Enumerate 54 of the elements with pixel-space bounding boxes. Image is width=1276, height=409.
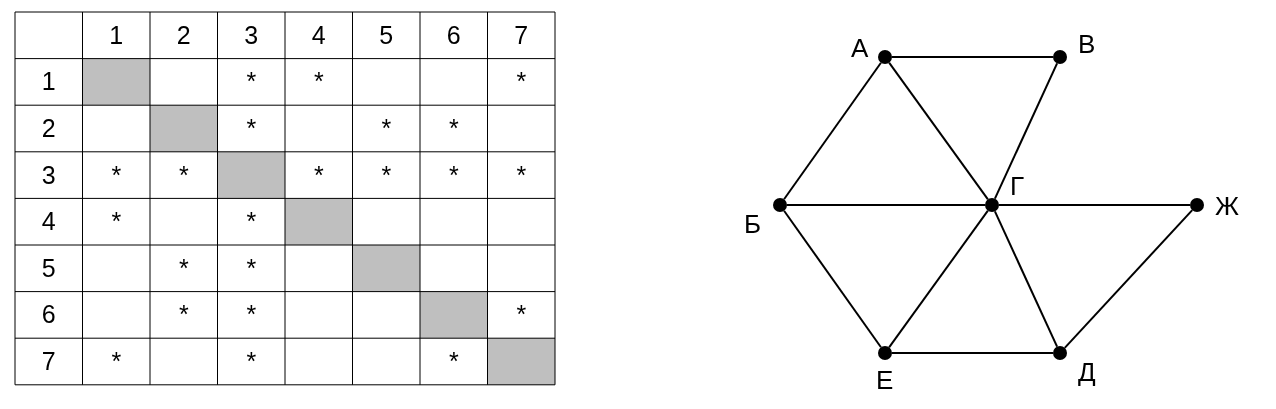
asterisk-mark: * bbox=[516, 302, 527, 328]
vertex-label: Е bbox=[876, 367, 894, 393]
edge-line bbox=[786, 204, 986, 206]
column-number: 1 bbox=[109, 22, 124, 48]
edge-line bbox=[891, 352, 1054, 354]
row-number: 5 bbox=[41, 255, 56, 281]
asterisk-mark: * bbox=[246, 69, 257, 95]
edge-line bbox=[783, 61, 882, 201]
edge-line bbox=[783, 209, 882, 349]
asterisk-mark: * bbox=[381, 162, 392, 188]
edge-line bbox=[891, 56, 1054, 58]
asterisk-mark: * bbox=[448, 349, 459, 374]
row-number: 6 bbox=[41, 302, 56, 328]
asterisk-mark: * bbox=[178, 255, 189, 281]
asterisk-mark: * bbox=[246, 349, 257, 374]
vertex-label: Ж bbox=[1215, 193, 1239, 219]
asterisk-mark: * bbox=[111, 209, 122, 235]
asterisk-mark: * bbox=[246, 209, 257, 235]
asterisk-mark: * bbox=[178, 162, 189, 188]
row-number: 3 bbox=[41, 162, 56, 188]
asterisk-mark: * bbox=[516, 69, 527, 95]
vertex-label: В bbox=[1078, 31, 1096, 57]
column-number: 3 bbox=[244, 22, 259, 48]
column-number: 5 bbox=[379, 22, 394, 48]
asterisk-mark: * bbox=[178, 302, 189, 328]
asterisk-mark: * bbox=[448, 162, 459, 188]
row-number: 2 bbox=[41, 116, 56, 141]
asterisk-mark: * bbox=[111, 349, 122, 374]
asterisk-mark: * bbox=[448, 116, 459, 141]
row-number: 4 bbox=[41, 209, 56, 235]
asterisk-mark: * bbox=[111, 162, 122, 188]
asterisk-mark: * bbox=[246, 116, 257, 141]
row-number: 1 bbox=[41, 69, 56, 95]
asterisk-mark: * bbox=[516, 162, 527, 188]
column-number: 2 bbox=[176, 22, 191, 48]
asterisk-mark: * bbox=[313, 69, 324, 95]
edge-line bbox=[998, 204, 1191, 206]
edge-line bbox=[888, 61, 989, 201]
vertex-label: Г bbox=[1010, 173, 1025, 199]
asterisk-mark: * bbox=[313, 162, 324, 188]
column-number: 6 bbox=[446, 22, 461, 48]
column-number: 7 bbox=[514, 22, 529, 48]
column-number: 4 bbox=[311, 22, 326, 48]
row-number: 7 bbox=[41, 349, 56, 374]
edge-line bbox=[1063, 209, 1194, 349]
edge-line bbox=[993, 210, 1059, 348]
edge-line bbox=[993, 62, 1059, 200]
edge-line bbox=[888, 209, 989, 349]
vertex-label: А bbox=[851, 35, 869, 61]
vertex-label: Д bbox=[1078, 359, 1096, 385]
asterisk-mark: * bbox=[381, 116, 392, 141]
vertex-label: Б bbox=[744, 211, 762, 237]
asterisk-mark: * bbox=[246, 255, 257, 281]
asterisk-mark: * bbox=[246, 302, 257, 328]
